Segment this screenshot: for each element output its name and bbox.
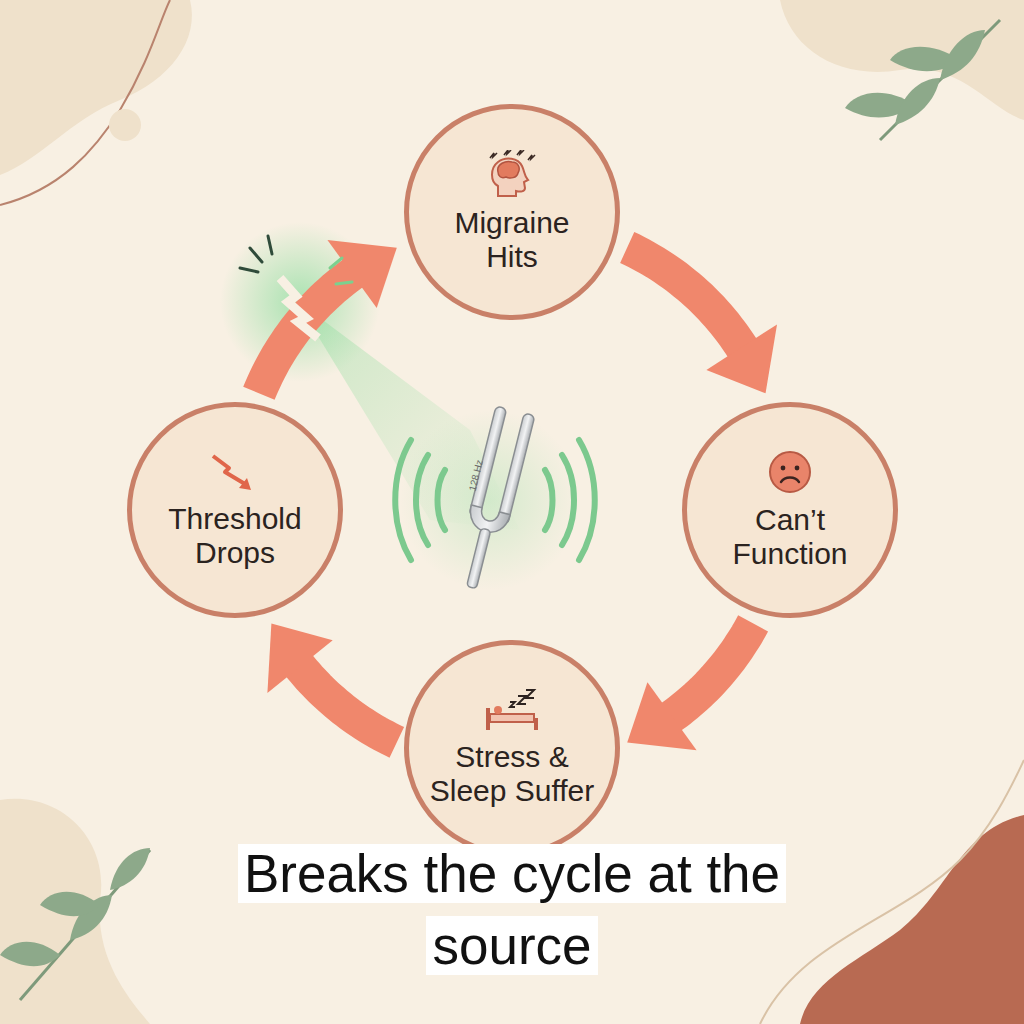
arrow-head [267, 623, 332, 693]
arrow-head [327, 240, 396, 308]
caption-block: Breaks the cycle at the source [212, 838, 812, 982]
node-icon [484, 150, 540, 202]
node-icon [482, 688, 542, 736]
arrow-shaft [627, 248, 743, 350]
node-label: Threshold Drops [152, 502, 319, 569]
cycle-arrow [267, 623, 396, 742]
node-icon [767, 449, 813, 499]
cycle-circle: Threshold Drops [127, 402, 343, 618]
cycle-arrow [259, 240, 397, 393]
node-icon [209, 450, 261, 498]
node-label: Can’t Function [707, 503, 874, 570]
cycle-circle: Can’t Function [682, 402, 898, 618]
caption-text: Breaks the cycle at the source [238, 844, 786, 975]
arrow-shaft [670, 623, 753, 718]
cycle-arrow [627, 248, 777, 394]
cycle-arrow [627, 623, 753, 750]
arrow-shaft [298, 665, 396, 743]
cycle-circle: Stress & Sleep Suffer [404, 640, 620, 856]
cycle-circle: Migraine Hits [404, 104, 620, 320]
arrow-shaft [259, 272, 354, 393]
node-label: Stress & Sleep Suffer [429, 740, 596, 807]
arrow-head [706, 324, 777, 393]
node-label: Migraine Hits [429, 206, 596, 273]
arrow-head [627, 682, 696, 750]
